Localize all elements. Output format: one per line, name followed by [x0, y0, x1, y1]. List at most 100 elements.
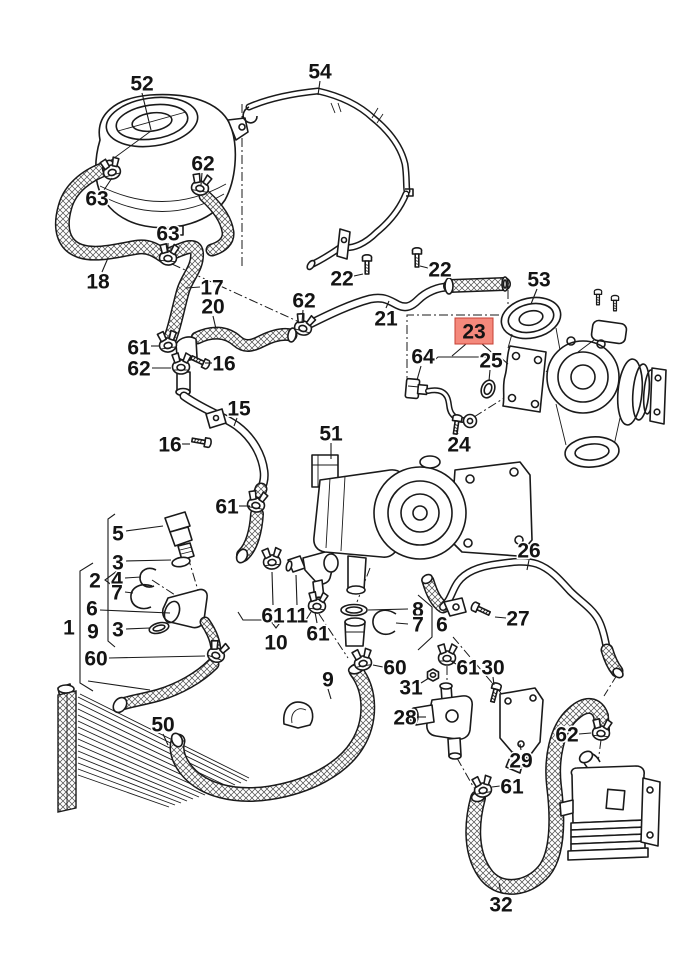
callout-6[interactable]: 6	[85, 596, 100, 622]
callout-7[interactable]: 7	[411, 612, 426, 638]
coolant-pipe-23-assembly	[404, 356, 509, 436]
leader-line-62	[301, 309, 304, 324]
hose-tank-right	[198, 189, 235, 257]
callout-16[interactable]: 16	[157, 432, 183, 458]
callout-54[interactable]: 54	[307, 59, 334, 85]
bracket-2-list	[107, 513, 116, 648]
leader-line-62	[200, 172, 203, 186]
callout-26[interactable]: 26	[516, 538, 542, 564]
callout-60[interactable]: 60	[83, 646, 109, 672]
callout-28[interactable]: 28	[392, 705, 419, 731]
bolt-16	[190, 434, 213, 449]
clamp-63	[157, 242, 180, 267]
leader-line-61	[450, 660, 457, 665]
callout-16[interactable]: 16	[211, 351, 237, 377]
callout-20[interactable]: 20	[200, 294, 226, 320]
gasket-25	[480, 379, 496, 399]
clamp-61	[261, 546, 284, 571]
hose-26	[421, 557, 624, 679]
callout-51[interactable]: 51	[318, 421, 345, 447]
callout-15[interactable]: 15	[226, 396, 253, 422]
callout-7[interactable]: 7	[110, 580, 125, 606]
callout-30[interactable]: 30	[480, 655, 506, 681]
tank-cap	[94, 96, 199, 173]
callout-17[interactable]: 17	[199, 275, 225, 301]
callout-32[interactable]: 32	[488, 892, 514, 918]
leader-line-26	[526, 559, 530, 571]
callout-5[interactable]: 5	[111, 521, 126, 547]
callout-8[interactable]: 8	[411, 597, 426, 623]
callout-22[interactable]: 22	[427, 257, 453, 283]
callout-6[interactable]: 6	[435, 612, 450, 638]
oil-cooler	[559, 750, 661, 861]
callout-61[interactable]: 61	[126, 335, 153, 361]
callout-11[interactable]: 11	[284, 603, 310, 629]
callout-52[interactable]: 52	[129, 71, 155, 97]
callout-10[interactable]: 10	[263, 630, 289, 656]
leader-line-21	[385, 300, 390, 309]
callout-53[interactable]: 53	[526, 267, 552, 293]
bolt-22	[361, 254, 373, 275]
leader-line-7	[124, 591, 134, 594]
callout-4[interactable]: 4	[110, 567, 125, 593]
callout-62[interactable]: 62	[554, 722, 580, 748]
leader-line-17	[185, 286, 201, 289]
callout-1[interactable]: 1	[62, 615, 77, 641]
bolt-27	[469, 600, 493, 619]
callout-23[interactable]: 23	[462, 321, 485, 344]
callout-27[interactable]: 27	[505, 606, 531, 632]
leader-line-9	[327, 688, 332, 700]
leader-line-3	[125, 559, 172, 562]
leader-line-52	[141, 92, 152, 131]
bolt-22	[411, 247, 423, 268]
callout-3[interactable]: 3	[111, 550, 126, 576]
leader-line-18	[101, 257, 109, 273]
callout-24[interactable]: 24	[446, 432, 473, 458]
leader-line-25	[488, 369, 491, 382]
callout-9[interactable]: 9	[86, 619, 101, 645]
callout-25[interactable]: 25	[478, 348, 505, 374]
leader-line-64	[416, 365, 422, 381]
callout-60[interactable]: 60	[382, 655, 408, 681]
water-pump	[311, 454, 533, 595]
callout-63[interactable]: 63	[155, 221, 181, 247]
callout-61[interactable]: 61	[305, 621, 332, 647]
leader-line-61	[314, 611, 318, 624]
hose-retainer-9	[283, 701, 314, 729]
callout-29[interactable]: 29	[508, 748, 534, 774]
outlet-seal-and-clip	[340, 603, 397, 647]
leader-line-22	[419, 265, 429, 269]
callout-61[interactable]: 61	[260, 603, 287, 629]
hose-20	[175, 326, 298, 397]
leader-line-20	[212, 315, 217, 330]
callout-61[interactable]: 61	[499, 774, 526, 800]
callout-64[interactable]: 64	[410, 344, 437, 370]
callout-21[interactable]: 21	[373, 306, 400, 332]
callout-9[interactable]: 9	[321, 667, 336, 693]
callout-62[interactable]: 62	[190, 151, 216, 177]
callout-62[interactable]: 62	[126, 356, 152, 382]
leader-line-8	[367, 608, 409, 611]
leader-line-5	[125, 525, 164, 532]
leader-line-60	[372, 664, 384, 668]
callout-2[interactable]: 2	[88, 568, 103, 594]
callout-62[interactable]: 62	[291, 288, 317, 314]
leader-line-29	[519, 743, 522, 751]
turbo-stud	[593, 288, 603, 306]
callout-61[interactable]: 61	[455, 655, 482, 681]
bolt-16	[188, 352, 212, 371]
callout-22[interactable]: 22	[329, 266, 355, 292]
clamp-61	[437, 643, 458, 666]
callout-50[interactable]: 50	[150, 712, 176, 738]
callout-31[interactable]: 31	[398, 675, 425, 701]
callout-18[interactable]: 18	[85, 269, 112, 295]
bracket-1	[79, 562, 94, 692]
callout-3[interactable]: 3	[111, 617, 126, 643]
thermostat-housing	[161, 588, 208, 629]
banjo-eye	[462, 413, 478, 429]
callout-61[interactable]: 61	[214, 494, 241, 520]
callout-63[interactable]: 63	[84, 186, 110, 212]
leader-line-11	[295, 574, 298, 606]
leader-line-61	[491, 785, 501, 788]
